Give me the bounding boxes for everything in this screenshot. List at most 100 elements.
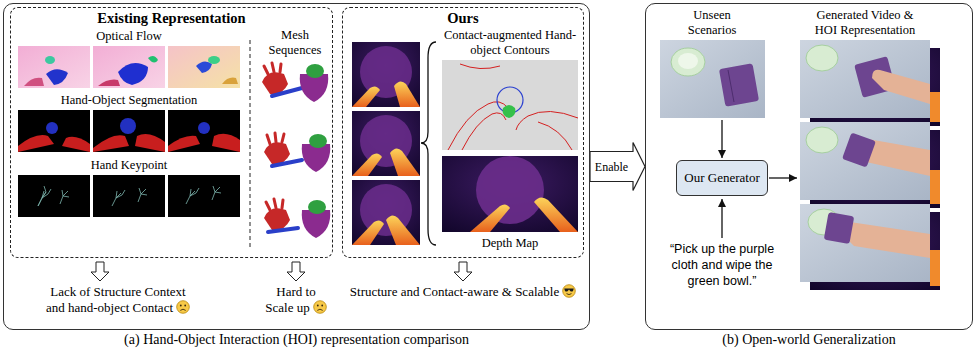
- depth-frame: [352, 42, 420, 107]
- face-sunglasses: [564, 289, 574, 292]
- optical-flow-frames: [46, 69, 68, 85]
- image-label-box: Optical Flow: [49, 29, 209, 44]
- depth-map-image: [470, 156, 578, 232]
- scene-photo: [671, 48, 705, 76]
- scene-photo: [678, 53, 698, 69]
- scene-photo: [660, 40, 765, 118]
- depth-frame: [352, 86, 380, 107]
- depth-frame: [386, 215, 420, 245]
- mesh-sequence: [264, 142, 290, 164]
- block-arrow: [590, 143, 645, 191]
- face-mouth: [567, 294, 572, 295]
- process-label: Our Generator: [684, 170, 759, 186]
- optical-flow-frames: [45, 56, 55, 64]
- contour-image: [503, 105, 516, 118]
- image-label-box: Mesh Sequences: [260, 28, 330, 58]
- image-label-box: Hand-Object Segmentation: [29, 93, 229, 108]
- panel-caption: (a) Hand-Object Interaction (HOI) repres…: [4, 331, 589, 348]
- depth-map-image: [534, 197, 578, 232]
- image-label: Mesh Sequences: [269, 28, 322, 57]
- segmentation-frames: [198, 122, 210, 134]
- generated-video-frame: [806, 45, 838, 71]
- keypoint-frames: [38, 189, 69, 206]
- image-label: Unseen Scenarios: [688, 8, 737, 37]
- keypoint-frames: [93, 175, 165, 217]
- mesh-sequence: [266, 199, 283, 210]
- depth-frame: [352, 153, 382, 176]
- face-disc: [563, 285, 576, 298]
- keypoint-frames: [112, 188, 147, 206]
- face-eye: [184, 305, 186, 307]
- group-heading: Existing Representation: [11, 10, 332, 27]
- segmentation-frames: [93, 110, 165, 152]
- segmentation-frames: [93, 135, 129, 152]
- mesh-sequence: [308, 200, 326, 214]
- generated-depth-frame: [930, 250, 940, 286]
- image-label: Hand Keypoint: [91, 158, 168, 172]
- sad-face-icon: [313, 300, 327, 314]
- divider-line: [250, 40, 251, 250]
- optical-flow-frames: [208, 56, 220, 64]
- down-arrow: [91, 262, 109, 281]
- depth-map-image: [442, 156, 578, 232]
- keypoint-frames: [186, 186, 221, 204]
- flow-arrow: [721, 120, 722, 158]
- image-label: Depth Map: [482, 236, 539, 250]
- contour-image: [538, 122, 572, 150]
- face-mouth: [317, 309, 322, 310]
- depth-frame: [352, 111, 420, 176]
- panel-caption: (b) Open-world Generalization: [646, 331, 972, 348]
- depth-frame: [390, 148, 420, 176]
- segmentation-frames: [18, 110, 240, 152]
- generated-video-frame: [824, 212, 854, 244]
- cool-face-icon: [562, 284, 576, 298]
- depth-frame: [352, 180, 420, 245]
- keypoint-frames: [18, 175, 90, 217]
- image-label: Optical Flow: [96, 29, 162, 43]
- optical-flow-frames: [18, 46, 90, 88]
- process-box: Our Generator: [676, 160, 767, 196]
- depth-frame: [352, 111, 420, 176]
- depth-frame: [352, 220, 384, 245]
- keypoint-frames: [168, 175, 240, 217]
- depth-frame: [352, 42, 420, 107]
- mesh-sequence: [302, 144, 330, 172]
- depth-map-image: [470, 204, 510, 232]
- scene-photo: [660, 40, 765, 118]
- segmentation-frames: [62, 137, 90, 152]
- face-disc: [177, 301, 190, 314]
- optical-flow-frames: [222, 78, 238, 84]
- flow-arrow: [721, 199, 722, 238]
- mesh-sequence: [306, 64, 324, 78]
- generated-video-frame: [806, 127, 838, 153]
- segmentation-frames: [168, 110, 240, 152]
- contour-image: [462, 113, 506, 150]
- image-label-box: Hand Keypoint: [49, 158, 209, 173]
- verdict-text: Lack of Structure Context and hand-objec…: [46, 284, 186, 315]
- verdict-text-box: Structure and Contact-aware & Scalable: [338, 284, 588, 300]
- mesh-sequence: [272, 160, 302, 166]
- contour-image: [448, 102, 508, 150]
- contour-image: [442, 60, 578, 150]
- optical-flow-frames: [98, 80, 120, 86]
- face-mouth: [180, 309, 185, 310]
- mesh-sequence: [262, 63, 328, 102]
- contour-image: [516, 111, 578, 130]
- optical-flow-frames: [93, 46, 165, 88]
- segmentation-frames: [46, 122, 58, 134]
- image-label: Contact-augmented Hand-object Contours: [444, 28, 576, 57]
- image-label-box: Unseen Scenarios: [677, 8, 747, 38]
- segmentation-frames: [168, 136, 200, 152]
- optical-flow-frames: [148, 56, 158, 63]
- image-label: Hand-Object Segmentation: [61, 93, 197, 107]
- optical-flow-frames: [118, 63, 148, 85]
- down-arrow: [454, 262, 472, 281]
- verdict-text: Hard to Scale up: [265, 284, 315, 315]
- down-arrow: [287, 262, 305, 281]
- mesh-sequence: [300, 74, 328, 102]
- down-arrow: [91, 262, 472, 281]
- image-label-box: Contact-augmented Hand-object Contours: [440, 28, 580, 58]
- contour-image: [460, 64, 500, 69]
